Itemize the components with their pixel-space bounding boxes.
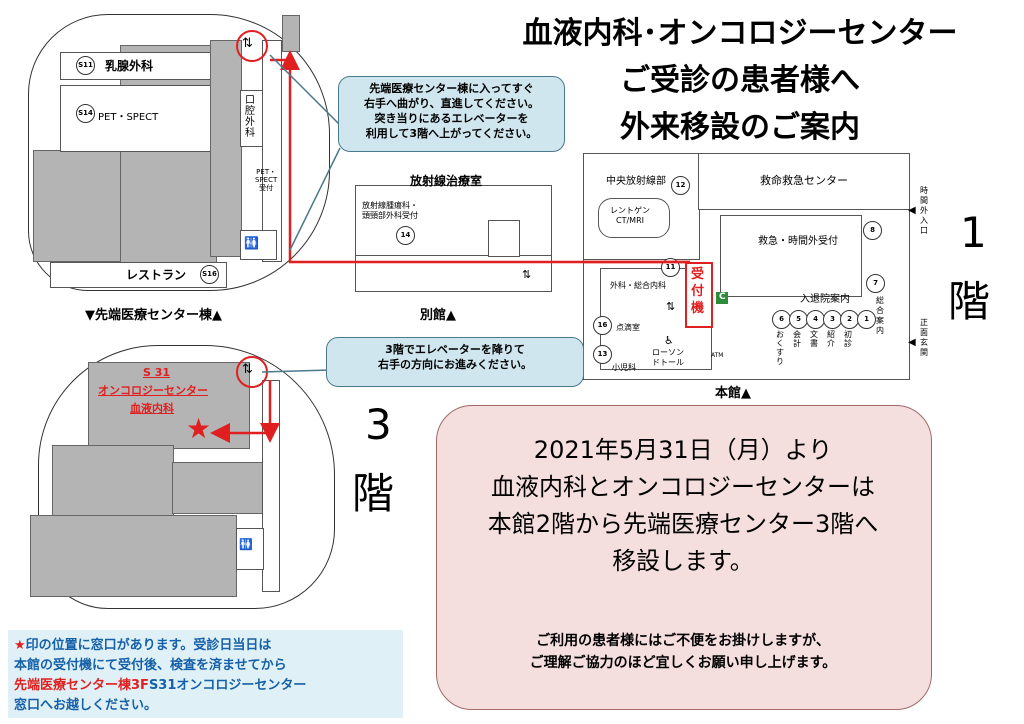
restaurant-label: レストラン (126, 268, 187, 282)
floor1-kanji: 階 (948, 277, 991, 326)
corridor-strip (262, 40, 282, 262)
elevator-icon-1f: ⇅ (242, 36, 253, 51)
annex-elevator-icon: ⇅ (522, 268, 532, 281)
marker-1: 1 (857, 310, 876, 329)
floor3-block-d (30, 515, 237, 597)
title-line1: 血液内科･オンコロジーセンター (522, 16, 958, 51)
marker-13: 13 (593, 345, 612, 364)
marker-s11: S11 (76, 56, 95, 75)
xray-bubble (598, 198, 670, 238)
footnote-line1-text: 印の位置に窓口があります。受診日当日は (25, 638, 272, 653)
callout-3f: 3階でエレベーターを降りて 右手の方向にお進みください。 (326, 337, 584, 387)
title-line2: ご受診の患者様へ (620, 63, 860, 98)
destination-code: S 31 (143, 366, 171, 379)
pet-spect-label: PET・SPECT (98, 112, 159, 123)
main-entrance-label: 正 面 玄 関 (920, 318, 928, 357)
elevator-highlight-1f (236, 30, 268, 62)
footnote-line3: 先端医療センター棟3FS31オンコロジーセンター (14, 674, 306, 693)
notice-sub1: ご利用の患者様にはご不便をお掛けしますが、 (536, 633, 830, 649)
callout-1f: 先端医療センター棟に入ってすぐ 右手へ曲がり、直進してください。 突き当りにある… (338, 76, 565, 152)
marker-3: 3 (823, 310, 842, 329)
pet-spect-reception-label: PET・ SPECT 受付 (255, 168, 278, 192)
destination-star-icon: ★ (186, 412, 212, 445)
annex-elevator (488, 220, 520, 257)
marker-8: 8 (863, 221, 882, 240)
footnote-star-icon: ★ (14, 638, 26, 653)
floor3-block-b (52, 445, 174, 517)
footnote-line1: ★印の位置に窓口があります。受診日当日は (14, 634, 271, 653)
floor3-number: 3 (365, 400, 392, 449)
footnote-line4: 窓口へお越しください。 (14, 698, 158, 713)
emergency-center-area (698, 153, 910, 210)
floor3-restroom-icon: 🚻 (239, 538, 253, 551)
notice-line4: 移設します。 (612, 547, 754, 575)
notice-box (436, 405, 932, 710)
marker-16: 16 (593, 316, 612, 335)
first-visit-label: 初 診 (844, 330, 852, 348)
infusion-room-label: 点滴室 (616, 323, 640, 332)
documents-label: 文 書 (810, 330, 818, 348)
breast-surgery-label: 乳腺外科 (105, 59, 154, 73)
notice-sub2: ご理解ご協力のほど宜しくお願い申し上げます。 (529, 655, 837, 671)
notice-line3: 本館2階から先端医療センター3階へ (487, 510, 879, 538)
counter-c-badge (716, 292, 728, 304)
after-hours-arrow: ◀ (908, 205, 916, 216)
notice-line1: 2021年5月31日（月）より (533, 436, 833, 464)
after-hours-entrance-label: 時 間 外 入 口 (920, 186, 928, 235)
destination-name1: オンコロジーセンター (98, 384, 208, 397)
marker-s14: S14 (76, 104, 95, 123)
radiotherapy-label: 放射線治療室 (410, 174, 483, 188)
restroom-icon: 🚻 (244, 236, 259, 250)
footnote-line3-rest: S31オンコロジーセンター (148, 678, 307, 693)
main-elevator-icon: ⇅ (666, 300, 676, 313)
admission-label: 入退院案内 (800, 294, 850, 305)
advanced-center-wing (210, 40, 242, 257)
central-radiology-label: 中央放射線部 (606, 176, 666, 187)
notice-line2: 血液内科とオンコロジーセンターは (491, 473, 875, 501)
xray-label: レントゲン CT/MRI (610, 206, 650, 225)
accounting-label: 会 計 (793, 330, 801, 348)
floor3-block-c (172, 462, 266, 514)
emergency-reception-label: 救急・時間外受付 (758, 236, 838, 247)
floor3-restroom (236, 528, 264, 570)
annex-building-label: 別館▲ (420, 308, 456, 323)
emergency-center-label: 救命救急センター (760, 174, 848, 187)
title-line3: 外来移設のご案内 (620, 110, 860, 145)
radiation-tumor-reception-label: 放射線腫瘍科・ 頭頸部外科受付 (362, 201, 418, 220)
general-info-label: 総 合 案 内 (876, 296, 884, 335)
floor1-number: 1 (960, 208, 987, 257)
marker-s16: S16 (200, 265, 219, 284)
footnote-line3-red: 先端医療センター棟3F (14, 678, 149, 693)
pediatrics-label: 小児科 (612, 363, 636, 372)
internal-surgery-label: 外科・総合内科 (610, 281, 666, 290)
marker-14: 14 (396, 226, 415, 245)
footnote-line2: 本館の受付機にて受付後、検査を済ませてから (14, 658, 287, 673)
footnote-box (8, 630, 403, 718)
referral-label: 紹 介 (827, 330, 835, 348)
reception-machine-box (685, 262, 713, 328)
counter-c-label: C (719, 292, 726, 302)
atm-label: ATM (711, 352, 724, 359)
destination-name2: 血液内科 (130, 402, 174, 415)
floor3-outline (38, 345, 335, 609)
advanced-building-label: ▼先端医療センター棟▲ (85, 308, 222, 323)
emergency-reception-area (720, 215, 862, 297)
prescription-label: お く す り (776, 330, 784, 366)
reception-machine-label: 受 付 機 (691, 267, 705, 316)
elevator-icon-3f: ⇅ (242, 362, 253, 377)
marker-7: 7 (866, 274, 885, 293)
main-entrance-arrow: ◀ (908, 337, 916, 348)
restaurant-room (50, 262, 227, 288)
advanced-center-outline (28, 14, 330, 291)
oral-surgery-label: 口 腔 外 科 (245, 95, 255, 139)
wheelchair-icon: ♿ (664, 334, 674, 347)
marker-12: 12 (671, 176, 690, 195)
floor3-kanji: 階 (352, 469, 395, 518)
restroom-area (240, 230, 277, 260)
lawson-label: ローソン ドトール (652, 348, 684, 367)
main-building-label: 本館▲ (715, 386, 751, 401)
